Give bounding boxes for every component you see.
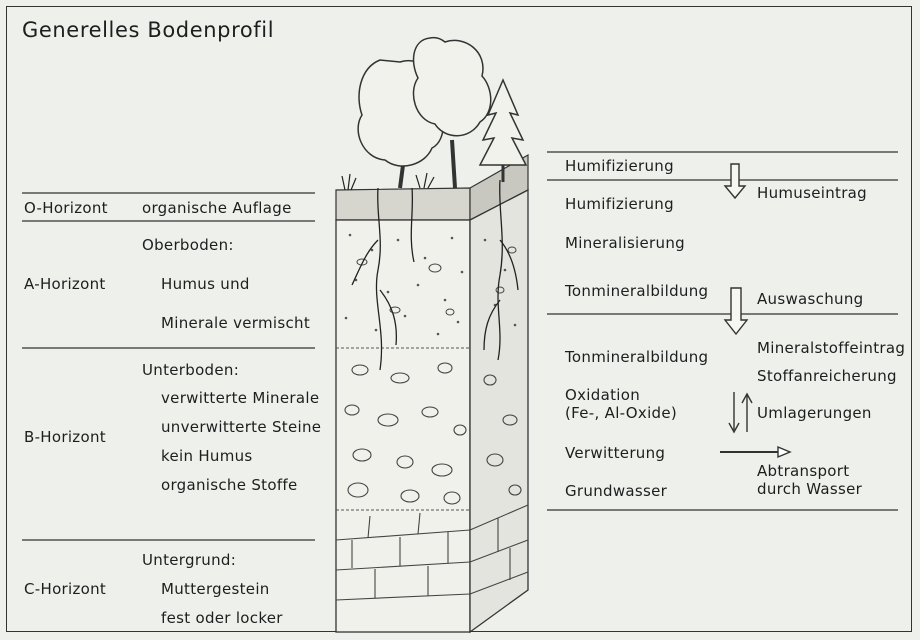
arrow-label: Auswaschung [757,290,863,308]
column-front [336,220,470,632]
c-horizon-line: Muttergestein [161,580,270,598]
process-label: Grundwasser [565,482,667,500]
b-horizon-line: unverwitterte Steine [161,418,321,436]
a-horizon-line: Minerale vermischt [161,314,310,332]
arrow-label: Stoffanreicherung [757,367,897,385]
process-label: Mineralisierung [565,234,685,252]
humus-input-arrow [725,164,745,198]
b-horizon-heading: Unterboden: [142,361,239,379]
soil-column [336,155,528,632]
b-horizon-line: kein Humus [161,447,253,465]
o-horizon-label: O-Horizont [24,199,108,217]
b-horizon-label: B-Horizont [24,428,106,446]
removal-arrow [778,447,790,457]
a-horizon-line: Humus und [161,275,250,293]
o-horizon-desc: organische Auflage [142,199,292,217]
diagram-title: Generelles Bodenprofil [22,18,274,42]
c-horizon-heading: Untergrund: [142,551,236,569]
process-label: Oxidation [565,386,640,404]
process-label: Humifizierung [565,195,674,213]
process-label: Verwitterung [565,444,665,462]
c-horizon-line: fest oder locker [161,609,283,627]
b-horizon-line: organische Stoffe [161,476,298,494]
process-label: Tonmineralbildung [565,282,708,300]
process-label: (Fe-, Al-Oxide) [565,404,677,422]
arrow-label: Humuseintrag [757,184,867,202]
column-side [470,190,528,632]
c-horizon-label: C-Horizont [24,580,106,598]
trees [358,38,526,188]
arrow-label: Abtransport [757,462,849,480]
arrow-label: Mineralstoffeintrag [757,339,905,357]
process-label: Tonmineralbildung [565,348,708,366]
a-horizon-heading: Oberboden: [142,236,234,254]
a-horizon-label: A-Horizont [24,275,106,293]
grass-tufts [342,173,434,190]
litter-layer [336,188,470,220]
arrow-label: Umlagerungen [757,404,872,422]
arrow-label: durch Wasser [757,480,862,498]
leaching-arrow [725,288,747,334]
b-horizon-line: verwitterte Minerale [161,389,319,407]
process-label: Humifizierung [565,157,674,175]
